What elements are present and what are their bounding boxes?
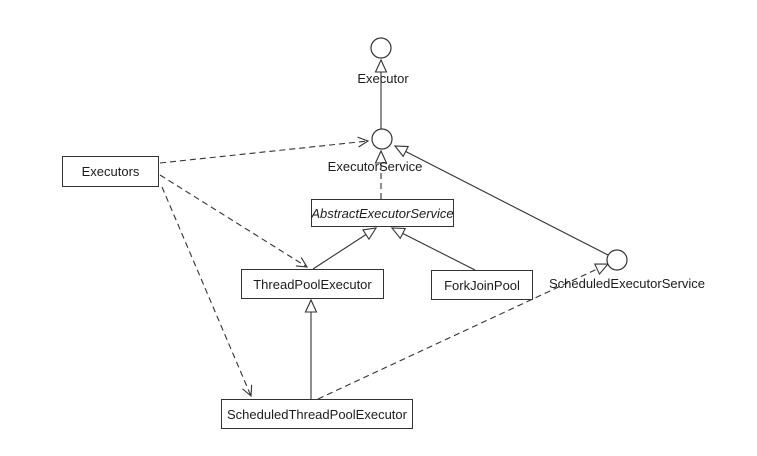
threadpoolexecutor-class-label: ThreadPoolExecutor [253, 276, 372, 292]
abstractexecutorservice-class-box: AbstractExecutorService [311, 199, 454, 227]
executorservice-interface-circle [371, 128, 393, 150]
threadpoolexecutor-class-box: ThreadPoolExecutor [241, 269, 384, 299]
edge-threadpoolexecutor-extends-abstractexecutorservice [312, 227, 378, 270]
executor-interface-label: Executor [357, 71, 409, 86]
forkjoinpool-class-box: ForkJoinPool [431, 270, 533, 300]
scheduledthreadpoolexecutor-class-box: ScheduledThreadPoolExecutor [221, 399, 413, 429]
edge-forkjoinpool-extends-abstractexecutorservice [390, 227, 476, 271]
scheduledexecutorservice-interface-label: ScheduledExecutorService [548, 276, 706, 291]
scheduledexecutorservice-interface-circle [606, 249, 628, 271]
executors-class-box: Executors [62, 156, 159, 187]
executor-interface-circle [370, 37, 392, 59]
executorservice-interface-label: ExecutorService [327, 159, 423, 174]
edge-executors-depends-threadpoolexecutor [159, 174, 309, 268]
forkjoinpool-class-label: ForkJoinPool [444, 277, 520, 293]
abstractexecutorservice-class-label: AbstractExecutorService [311, 205, 454, 221]
edge-scheduledexecutorservice-extends-executorservice [393, 145, 609, 256]
edge-scheduledthreadpoolexecutor-implements-scheduledexecutorservice [317, 263, 610, 400]
edge-executors-depends-executorservice [159, 136, 370, 164]
edge-executors-depends-scheduledthreadpoolexecutor [161, 186, 253, 398]
scheduledthreadpoolexecutor-class-label: ScheduledThreadPoolExecutor [227, 406, 407, 422]
executors-class-label: Executors [81, 164, 140, 179]
